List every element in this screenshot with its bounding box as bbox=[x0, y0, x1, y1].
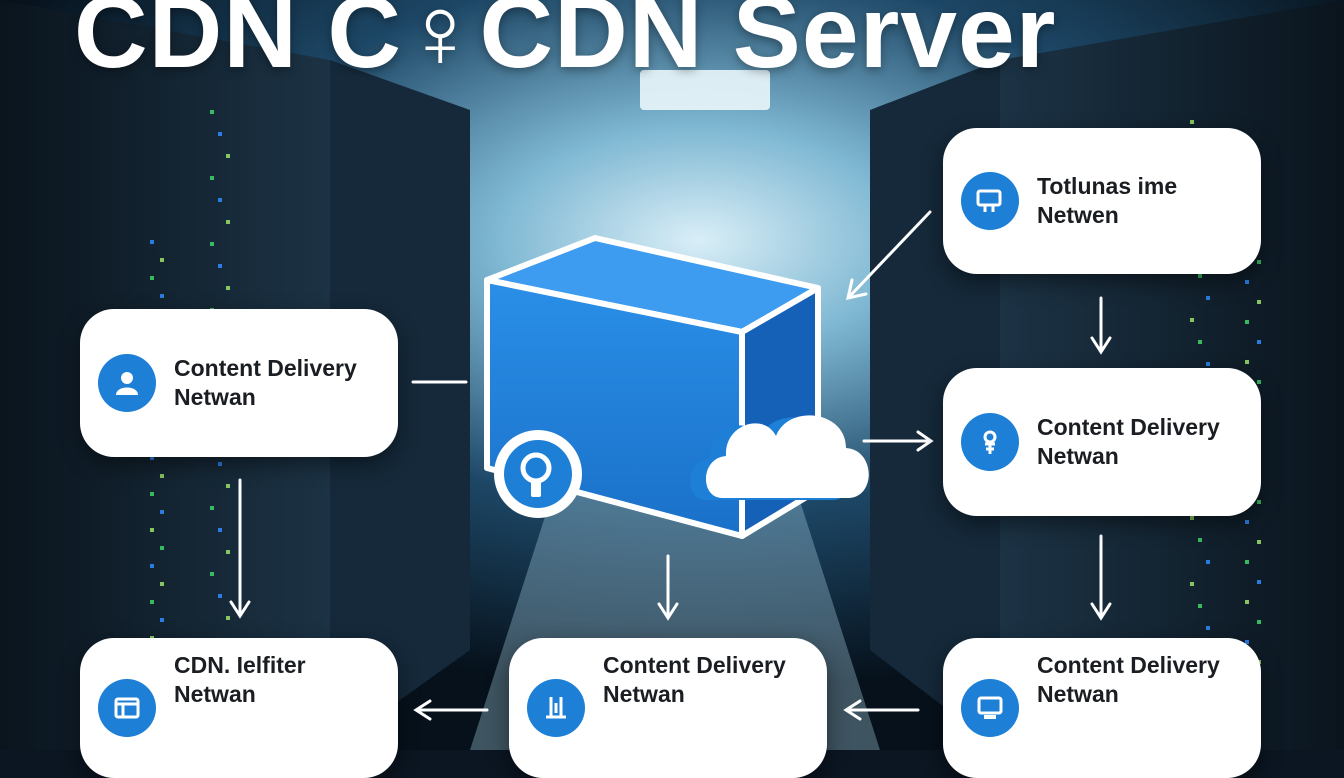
node-bottom-left: CDN. Ielfiter Netwan bbox=[80, 638, 398, 778]
rack-light bbox=[226, 220, 230, 224]
window-icon bbox=[98, 679, 156, 737]
rack-light bbox=[218, 132, 222, 136]
rack-light bbox=[1245, 360, 1249, 364]
rack-light bbox=[226, 616, 230, 620]
rack-light bbox=[1245, 560, 1249, 564]
rack-light bbox=[1257, 620, 1261, 624]
rack-light bbox=[1198, 604, 1202, 608]
rack-light bbox=[1206, 560, 1210, 564]
node-top-right: Totlunas ime Netwen bbox=[943, 128, 1261, 274]
rack-light bbox=[210, 242, 214, 246]
rack-light bbox=[1206, 362, 1210, 366]
node-middle-right: Content Delivery Netwan bbox=[943, 368, 1261, 516]
plug-icon bbox=[961, 413, 1019, 471]
rack-light bbox=[150, 276, 154, 280]
page-title: CDN C♀CDN Server bbox=[74, 0, 1057, 89]
rack-light bbox=[1257, 580, 1261, 584]
rack-light bbox=[1190, 582, 1194, 586]
rack-light bbox=[218, 528, 222, 532]
node-label: Content Delivery Netwan bbox=[174, 355, 357, 410]
rack-light bbox=[150, 492, 154, 496]
rack-light bbox=[160, 582, 164, 586]
rack-light bbox=[1257, 500, 1261, 504]
rack-light bbox=[210, 572, 214, 576]
node-bottom-right: Content Delivery Netwan bbox=[943, 638, 1261, 778]
rack-light bbox=[150, 600, 154, 604]
rack-light bbox=[1198, 538, 1202, 542]
rack-light bbox=[160, 510, 164, 514]
rack-light bbox=[1245, 520, 1249, 524]
rack-light bbox=[160, 258, 164, 262]
rack-light bbox=[226, 154, 230, 158]
rack-light bbox=[1257, 540, 1261, 544]
rack-light bbox=[1206, 296, 1210, 300]
rack-light bbox=[210, 506, 214, 510]
rack-light bbox=[1257, 340, 1261, 344]
rack-light bbox=[218, 264, 222, 268]
rack-light bbox=[1245, 320, 1249, 324]
rack-light bbox=[1257, 300, 1261, 304]
rack-light bbox=[160, 546, 164, 550]
lightbulb-icon bbox=[494, 430, 582, 518]
rack-light bbox=[218, 462, 222, 466]
rack-light bbox=[160, 474, 164, 478]
node-middle-left: Content Delivery Netwan bbox=[80, 309, 398, 457]
rack-light bbox=[1257, 260, 1261, 264]
rack-light bbox=[150, 564, 154, 568]
node-label: Content Delivery Netwan bbox=[1037, 414, 1220, 469]
rack-light bbox=[150, 456, 154, 460]
node-label: Content Delivery Netwan bbox=[603, 652, 786, 707]
server-rack-icon bbox=[527, 679, 585, 737]
rack-light bbox=[218, 594, 222, 598]
rack-light bbox=[226, 550, 230, 554]
rack-light bbox=[160, 294, 164, 298]
rack-light bbox=[226, 286, 230, 290]
rack-light bbox=[1257, 380, 1261, 384]
rack-light bbox=[150, 240, 154, 244]
user-icon bbox=[98, 354, 156, 412]
display-icon bbox=[961, 679, 1019, 737]
rack-light bbox=[1245, 640, 1249, 644]
rack-light bbox=[1206, 626, 1210, 630]
node-label: Totlunas ime Netwen bbox=[1037, 173, 1178, 228]
node-bottom-center: Content Delivery Netwan bbox=[509, 638, 827, 778]
rack-light bbox=[1190, 120, 1194, 124]
rack-light bbox=[210, 110, 214, 114]
rack-light bbox=[1198, 340, 1202, 344]
rack-light bbox=[1198, 274, 1202, 278]
rack-light bbox=[150, 528, 154, 532]
rack-light bbox=[226, 484, 230, 488]
rack-light bbox=[210, 176, 214, 180]
cloud-icon bbox=[689, 415, 869, 500]
rack-light bbox=[160, 618, 164, 622]
rack-light bbox=[1190, 516, 1194, 520]
rack-light bbox=[218, 198, 222, 202]
rack-light bbox=[1245, 280, 1249, 284]
node-label: CDN. Ielfiter Netwan bbox=[174, 652, 306, 707]
rack-light bbox=[1245, 600, 1249, 604]
monitor-pen-icon bbox=[961, 172, 1019, 230]
rack-light bbox=[1190, 318, 1194, 322]
node-label: Content Delivery Netwan bbox=[1037, 652, 1220, 707]
